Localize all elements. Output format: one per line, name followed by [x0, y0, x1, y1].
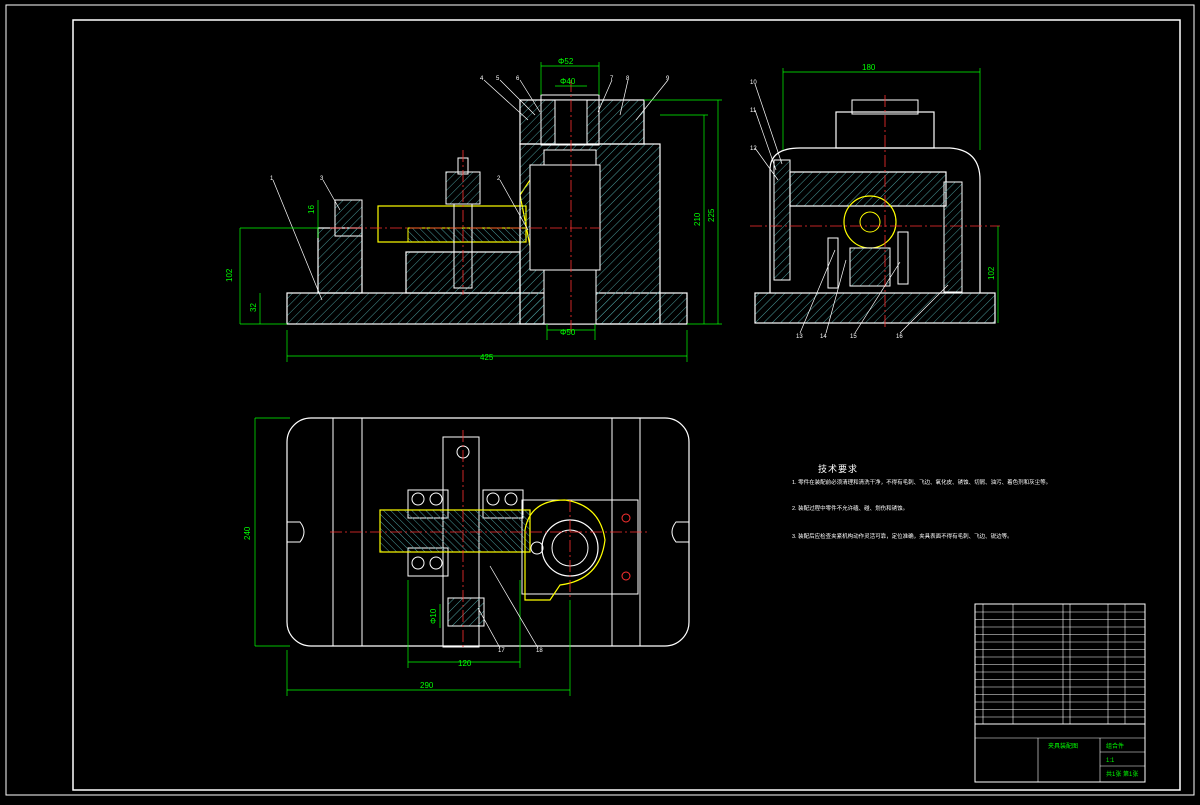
inner-border — [72, 19, 1181, 791]
balloon-17: 17 — [498, 648, 505, 654]
top-base-outline — [286, 417, 690, 647]
outer-border — [5, 4, 1195, 796]
balloon-2: 2 — [497, 176, 501, 182]
balloon-5: 5 — [496, 76, 500, 82]
bom-table — [974, 603, 1146, 783]
dim-top-width: 240 — [243, 526, 252, 540]
balloon-12: 12 — [750, 146, 757, 152]
balloon-18: 18 — [536, 648, 543, 654]
balloon-16: 16 — [896, 334, 903, 340]
side-view: 180 102 10 11 12 13 14 15 16 — [750, 63, 1000, 340]
balloon-7: 7 — [610, 76, 614, 82]
dim-overall-length: 425 — [480, 353, 494, 362]
technical-notes: 1. 零件在装配前必须清理和清洗干净，不得有毛刺、飞边、氧化皮、锈蚀、切屑、油污… — [792, 478, 1051, 540]
top-clamp-screw — [379, 509, 531, 553]
balloon-13: 13 — [796, 334, 803, 340]
top-view: 240 290 120 Φ10 17 18 — [243, 417, 690, 696]
balloon-10: 10 — [750, 80, 757, 86]
dim-base-height: 32 — [249, 303, 258, 312]
tech-note-2: 2. 装配过程中零件不允许磕、碰、划伤和锈蚀。 — [792, 504, 908, 512]
dim-center-height: 102 — [225, 268, 234, 282]
balloon-9: 9 — [666, 76, 670, 82]
title-sheet: 共1张 第1张 — [1106, 770, 1138, 778]
dim-phi-inner: Φ40 — [560, 77, 576, 86]
dim-top-length: 290 — [420, 681, 434, 690]
side-left-bolt — [773, 159, 791, 281]
side-right-bolt — [943, 181, 963, 293]
balloon-11: 11 — [750, 108, 757, 114]
dim-phi-top: Φ52 — [558, 57, 574, 66]
dim-height-2: 210 — [693, 212, 702, 226]
balloon-6: 6 — [516, 76, 520, 82]
title-scale: 1:1 — [1106, 758, 1115, 764]
balloon-4: 4 — [480, 76, 484, 82]
balloon-8: 8 — [626, 76, 630, 82]
front-view: 425 102 32 225 210 Φ52 Φ40 Φ50 16 4 5 6 … — [225, 57, 722, 362]
title-drawing-name: 夹具装配图 — [1048, 742, 1078, 750]
title-material: 组合件 — [1106, 742, 1124, 750]
tech-note-3: 3. 装配后应检查夹紧机构动作灵活可靠，定位准确，夹具表面不得有毛刺、飞边、锐边… — [792, 532, 1013, 540]
dim-side-center-height: 102 — [987, 266, 996, 280]
balloon-15: 15 — [850, 334, 857, 340]
balloon-14: 14 — [820, 334, 827, 340]
balloon-1: 1 — [270, 176, 274, 182]
dim-side-width: 180 — [862, 63, 876, 72]
dim-left: 16 — [307, 205, 316, 214]
dim-top-pin: Φ10 — [429, 608, 438, 624]
tech-notes-title: 技术要求 — [818, 465, 859, 475]
tech-note-1: 1. 零件在装配前必须清理和清洗干净，不得有毛刺、飞边、氧化皮、锈蚀、切屑、油污… — [792, 478, 1051, 486]
top-v-block — [524, 499, 606, 601]
side-base — [754, 292, 996, 324]
balloon-3: 3 — [320, 176, 324, 182]
dim-top-span: 120 — [458, 659, 472, 668]
left-support — [317, 227, 363, 294]
dim-phi-bottom: Φ50 — [560, 328, 576, 337]
dim-height-total: 225 — [707, 208, 716, 222]
side-clamp-arm — [789, 171, 947, 207]
